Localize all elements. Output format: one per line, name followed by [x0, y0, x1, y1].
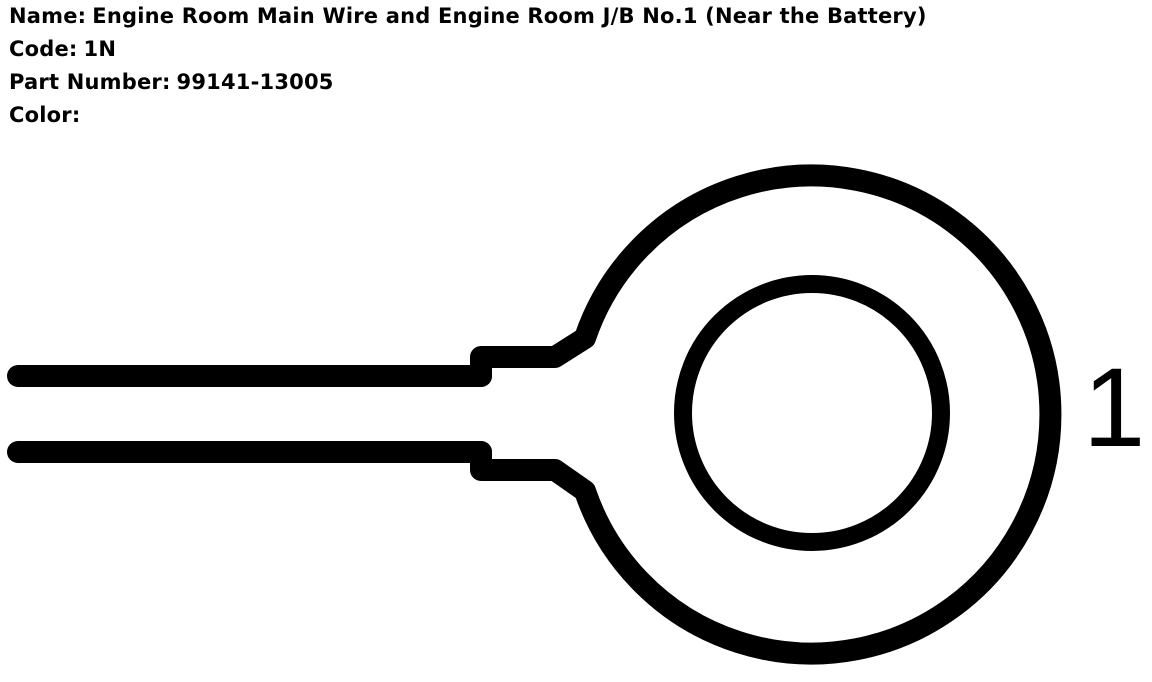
pin-number-label: 1: [1083, 345, 1145, 470]
code-label: Code:: [9, 37, 78, 61]
color-row: Color:: [9, 99, 927, 132]
terminal-ring-outline: [470, 164, 1062, 665]
part-number-value: 99141-13005: [176, 70, 334, 94]
part-number-row: Part Number:99141-13005: [9, 66, 927, 99]
name-row: Name:Engine Room Main Wire and Engine Ro…: [9, 0, 927, 33]
color-label: Color:: [9, 103, 81, 127]
part-number-label: Part Number:: [9, 70, 171, 94]
connector-info: Name:Engine Room Main Wire and Engine Ro…: [9, 0, 927, 132]
code-value: 1N: [83, 37, 117, 61]
name-label: Name:: [9, 4, 87, 28]
code-row: Code:1N: [9, 33, 927, 66]
name-value: Engine Room Main Wire and Engine Room J/…: [92, 4, 927, 28]
terminal-inner-hole: [674, 275, 950, 551]
